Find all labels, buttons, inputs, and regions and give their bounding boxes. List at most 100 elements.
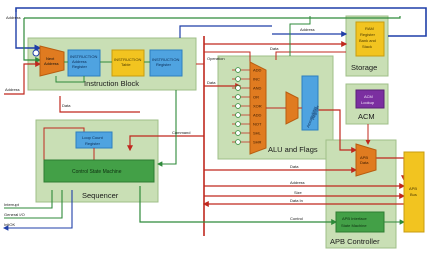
alu-op-label: ADD (253, 68, 262, 73)
signal-address-top: Address (6, 15, 21, 20)
acm-lookup-label-2: Lookup (361, 100, 375, 105)
signal-address-apb: Address (290, 180, 305, 185)
alu-op-node (235, 121, 241, 127)
acm-title: ACM (358, 112, 375, 121)
signal-control: Control (290, 216, 303, 221)
loop-count-label-1: Loop Count (82, 135, 104, 140)
signal-command: Command (172, 130, 190, 135)
signal-address-left: Address (5, 87, 20, 92)
instr-table-label-1: INSTRUCTION (114, 57, 141, 62)
apb-data-label-2: Data (360, 160, 369, 165)
control-state-machine-label: Control State Machine (72, 169, 122, 175)
alu-op-node (235, 94, 241, 100)
command-line (127, 135, 204, 152)
signal-data-alu: Data (207, 80, 216, 85)
alu-op-label: SHR (253, 140, 262, 145)
data-left-line (59, 96, 140, 113)
alu-op-label: SHL (253, 131, 262, 136)
ram-label-2: Register (360, 32, 376, 37)
storage-title: Storage (351, 63, 377, 72)
loop-feedback (43, 127, 85, 166)
alu-op-label: INC (253, 77, 260, 82)
instr-addr-reg-label-2: Address (72, 59, 87, 64)
ram-register-bank (355, 21, 385, 57)
instr-to-seq (156, 90, 177, 167)
sequencer-title: Sequencer (82, 191, 119, 200)
signal-interrupt: Interrupt (4, 202, 20, 207)
alu-op-label: NOT (253, 122, 262, 127)
ram-label-1: RAM (365, 26, 374, 31)
instr-table-label-2: Table (121, 62, 131, 67)
signal-data-apb: Data (290, 164, 299, 169)
accumulator-label-2: Register (310, 104, 320, 120)
alu-op-label: AND (253, 86, 262, 91)
junction-icon (32, 49, 40, 57)
address-bus-left-down (15, 12, 42, 52)
instr-addr-reg-label-3: Register (72, 64, 88, 69)
alu-op-node (235, 103, 241, 109)
alu-op-label: OR (253, 95, 259, 100)
alu-op-node (235, 139, 241, 145)
alu-op-label: XOR (253, 104, 262, 109)
control-line (139, 186, 338, 225)
signal-data-in: Data In (290, 198, 303, 203)
loop-count-label-2: Register (85, 141, 101, 146)
alu-mux (249, 61, 267, 155)
address-bus-right (179, 25, 272, 38)
apb-interface-label-1: APB Interface (342, 216, 367, 221)
next-address-label-1: Next (46, 56, 55, 61)
next-address-mux (39, 45, 65, 77)
interrupt-line (4, 190, 53, 209)
apb-data-mux (355, 143, 377, 177)
instr-register-label-1: INSTRUCTION (152, 57, 179, 62)
alu-to-apb-mux (318, 109, 358, 153)
signal-data-storage: Data (270, 46, 279, 51)
instruction-table (111, 49, 145, 77)
addr-feedback (55, 76, 85, 83)
ram-label-3: Bank and (359, 38, 376, 43)
initok-line (2, 190, 73, 231)
accumulator-register (301, 75, 319, 131)
alu-flags-title: ALU and Flags (268, 145, 318, 154)
control-state-machine (43, 159, 155, 183)
address-bus-top (15, 7, 427, 37)
instr-register-label-2: Register (156, 62, 172, 67)
signal-data-left: Data (62, 103, 71, 108)
alu-ops-group: ADD INC AND OR XOR ADD NOT SHL SHR (232, 67, 262, 145)
signal-address-storage: Address (300, 27, 315, 32)
signal-initok: InitOK (4, 222, 15, 227)
apb-interface-label-2: State Machine (341, 223, 367, 228)
general-io-line (4, 190, 63, 219)
ram-label-4: Stack (362, 44, 372, 49)
signal-general-io: General I/O (4, 212, 25, 217)
acm-lookup-label-1: ACM (364, 94, 373, 99)
alu-op-node (235, 130, 241, 136)
alu-op-label: ADD (253, 113, 262, 118)
apb-bus-label-2: Bus (410, 192, 417, 197)
instruction-block-title: Instruction Block (84, 79, 139, 88)
green-bus-down (23, 18, 42, 63)
next-address-label-2: Address (44, 61, 59, 66)
apb-interface-state-machine (335, 211, 385, 233)
data-from-storage (275, 51, 346, 60)
alu-op-node (235, 112, 241, 118)
alu-op-node (235, 67, 241, 73)
apb-data-label-1: APB (360, 155, 368, 160)
apb-bus-label-1: APB (409, 186, 417, 191)
alu-output-mux (285, 91, 299, 125)
instruction-register (149, 49, 183, 77)
instr-address-register (67, 49, 101, 77)
apb-controller-title: APB Controller (330, 237, 380, 246)
alu-op-node (235, 76, 241, 82)
operation-line (204, 51, 251, 62)
instr-addr-reg-label-1: INSTRUCTION (70, 54, 97, 59)
address-left-line (4, 61, 42, 95)
signal-operation: Operation (207, 56, 225, 61)
alu-op-node (235, 85, 241, 91)
apb-bus (403, 151, 425, 233)
green-bus-top (24, 16, 401, 19)
alu-flag-line (289, 16, 311, 56)
signal-size: Size (294, 190, 303, 195)
